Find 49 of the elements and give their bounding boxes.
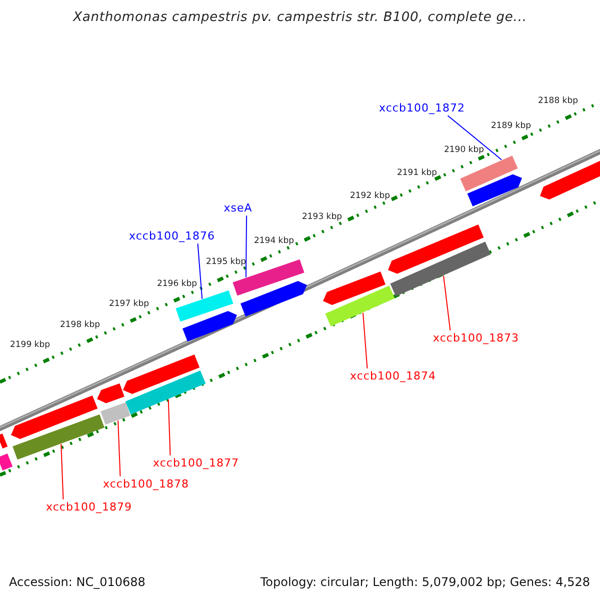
scale-label: 2190 kbp [444, 144, 484, 156]
gene-feature [390, 242, 491, 296]
gene-feature [460, 156, 518, 192]
scale-label: 2197 kbp [108, 298, 150, 310]
gene-feature [232, 259, 304, 296]
leader-line [197, 243, 203, 300]
genome-summary-text: Topology: circular; Length: 5,079,002 bp; Genes: 4,528 [260, 574, 590, 590]
gene-feature [12, 414, 104, 460]
scale-label: 2192 kbp [350, 190, 390, 202]
gene-label: xccb100_1879 [46, 500, 132, 514]
gene-feature [0, 454, 13, 470]
gene-feature [123, 354, 200, 394]
gene-feature [11, 396, 98, 439]
leader-line [443, 275, 451, 331]
gene-feature [0, 434, 8, 448]
gene-label: xccb100_1872 [379, 101, 465, 115]
gene-label: xseA [224, 201, 252, 215]
gene-label: xccb100_1877 [153, 456, 239, 470]
gene-feature [323, 272, 386, 305]
gene-feature [97, 383, 124, 404]
gene-label: xccb100_1874 [350, 369, 436, 383]
scale-label: 2188 kbp [538, 96, 578, 106]
title: Xanthomonas campestris pv. campestris str. B100, complete ge... [73, 10, 527, 26]
leader-line [168, 398, 171, 456]
scale-label: 2194 kbp [254, 236, 294, 246]
gene-feature [176, 290, 234, 322]
gene-label: xccb100_1876 [129, 229, 215, 243]
scale-label: 2195 kbp [206, 256, 246, 268]
leader-line [118, 420, 121, 477]
gene-feature [325, 286, 395, 326]
leader-line [362, 312, 368, 369]
scale-label: 2199 kbp [10, 340, 50, 350]
gene-feature [125, 370, 206, 414]
leader-line [447, 115, 502, 160]
scale-label: 2193 kbp [302, 212, 342, 222]
leader-line [245, 215, 248, 278]
scale-label: 2196 kbp [156, 278, 198, 290]
gene-feature [182, 311, 237, 342]
leader-line [60, 444, 64, 500]
gene-feature [100, 402, 130, 425]
gene-feature [467, 174, 522, 206]
gene-feature [388, 224, 484, 274]
scale-label: 2198 kbp [60, 320, 100, 330]
gene-label: xccb100_1873 [433, 331, 519, 345]
gene-label: xccb100_1878 [103, 477, 189, 491]
accession-text: Accession: NC_010688 [9, 574, 146, 590]
gene-feature [240, 281, 307, 316]
scale-label: 2191 kbp [396, 168, 438, 178]
scale-label: 2189 kbp [490, 120, 532, 132]
